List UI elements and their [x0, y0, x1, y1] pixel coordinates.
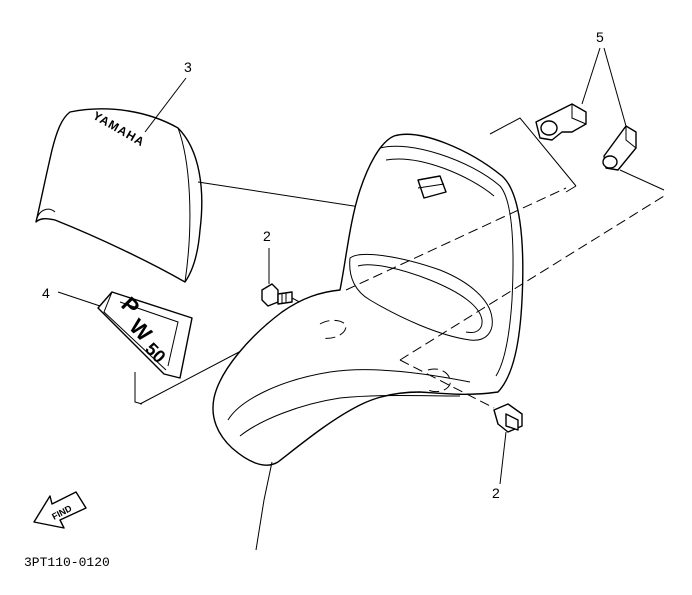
callout-4: 4	[42, 285, 50, 301]
callout-3: 3	[184, 59, 192, 75]
find-arrow-icon: FIND	[33, 491, 87, 529]
bracket-part	[535, 103, 637, 171]
leader-5b	[603, 47, 627, 127]
callout-5: 5	[596, 29, 604, 45]
leader-3	[144, 77, 187, 133]
emblem-mount-line-2	[134, 372, 143, 405]
callout-2-upper: 2	[263, 228, 271, 244]
leader-2-lower	[499, 431, 507, 485]
bolt-lower	[493, 403, 523, 433]
cowl-leader	[255, 461, 273, 551]
front-cowl-part	[212, 133, 524, 466]
cowl-mount-axis-1	[345, 187, 567, 291]
bolt-upper	[261, 283, 293, 307]
drawing-code: 3PT110-0120	[24, 555, 110, 570]
visor-part: YAMAHA	[35, 108, 203, 283]
callout-2-lower: 2	[492, 485, 500, 501]
leader-4	[57, 291, 101, 307]
cowl-mount-axis-2	[399, 195, 665, 361]
emblem-part: P W 50	[97, 291, 193, 379]
leader-5a	[581, 47, 601, 105]
